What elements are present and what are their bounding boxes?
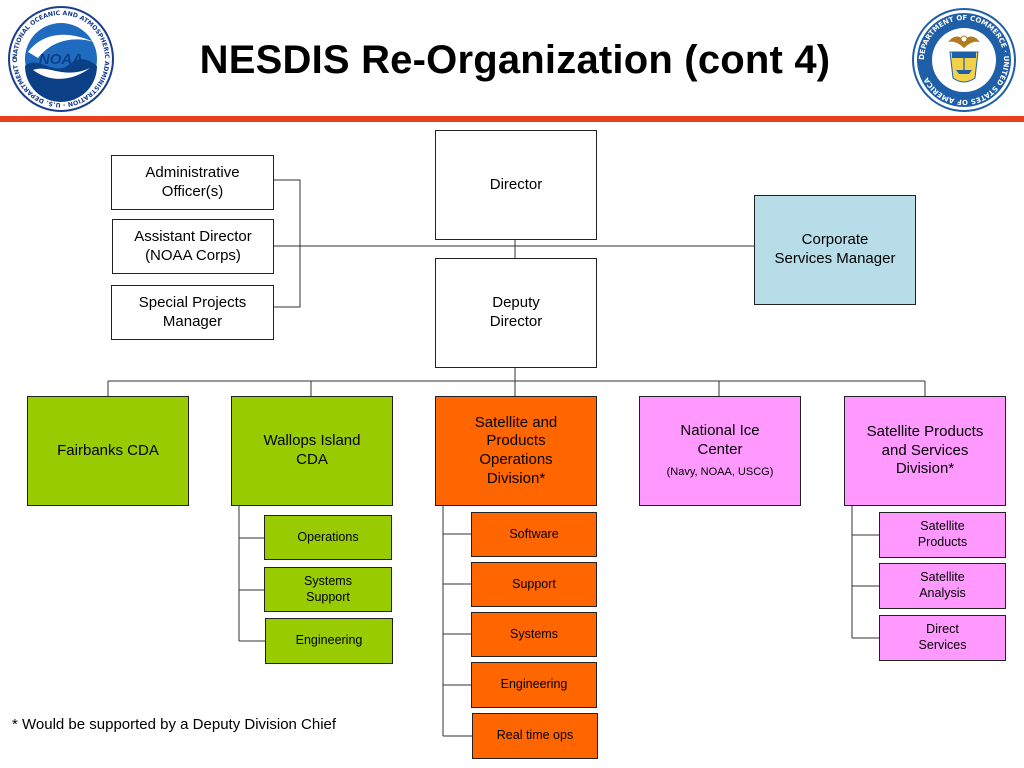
wallops-unit-box: Systems Support — [264, 567, 392, 612]
spod-unit-box: Systems — [471, 612, 597, 657]
administrative-officer-box: Administrative Officer(s) — [111, 155, 274, 210]
staff-label-line-1: Administrative — [145, 163, 240, 181]
wallops-unit-box: Engineering — [265, 618, 393, 664]
noaa-logo-text: NOAA — [39, 51, 83, 68]
staff-label-line-2: (NOAA Corps) — [145, 246, 241, 264]
staff-label-line-2: Officer(s) — [161, 182, 224, 200]
spod-unit-box: Support — [471, 562, 597, 607]
spod-unit-label: Real time ops — [496, 728, 574, 743]
ice-center-note: (Navy, NOAA, USCG) — [666, 465, 774, 478]
corporate-label-line-1: Corporate — [801, 231, 869, 249]
special-projects-manager-box: Special Projects Manager — [111, 285, 274, 340]
spod-unit-box: Software — [471, 512, 597, 557]
spod-unit-label: Systems — [510, 626, 558, 641]
spod-unit-label: Engineering — [500, 677, 568, 692]
ice-center-label-line-1: National Ice — [680, 422, 760, 440]
fairbanks-cda-box: Fairbanks CDA — [27, 396, 189, 506]
footnote: * Would be supported by a Deputy Divisio… — [12, 716, 337, 733]
staff-label-line-1: Special Projects — [138, 293, 247, 311]
fairbanks-label: Fairbanks CDA — [57, 441, 159, 459]
spod-label-line-4: Division* — [486, 469, 546, 487]
wallops-unit-label-line-1: Systems — [304, 573, 352, 588]
spsd-unit-label-line-1: Satellite — [920, 570, 965, 585]
wallops-label-line-2: CDA — [296, 451, 328, 468]
spsd-unit-label-line-2: Analysis — [919, 586, 966, 600]
wallops-unit-label: Operations — [297, 529, 359, 544]
spsd-label-line-3: Division* — [895, 460, 955, 478]
page-title: NESDIS Re-Organization (cont 4) — [199, 38, 831, 82]
wallops-unit-label-line-2: Support — [306, 589, 350, 604]
wallops-unit-box: Operations — [264, 515, 392, 560]
spsd-unit-label-line-1: Direct — [926, 622, 959, 637]
assistant-director-box: Assistant Director (NOAA Corps) — [112, 219, 274, 274]
satellite-products-services-division-box: Satellite Products and Services Division… — [844, 396, 1006, 506]
header-divider — [0, 116, 1024, 122]
spsd-unit-box: Satellite Analysis — [879, 563, 1006, 609]
spod-unit-label: Support — [512, 576, 556, 591]
spod-label-line-1: Satellite and — [474, 413, 558, 431]
staff-label-line-2: Manager — [162, 312, 223, 330]
spsd-unit-box: Direct Services — [879, 615, 1006, 661]
staff-label-line-1: Assistant Director — [134, 227, 252, 245]
satellite-products-operations-division-box: Satellite and Products Operations Divisi… — [435, 396, 597, 506]
corporate-services-manager-box: Corporate Services Manager — [754, 195, 916, 305]
wallops-unit-label: Engineering — [295, 633, 363, 648]
spod-label-line-2: Products — [486, 432, 546, 450]
deputy-director-label-line-2: Director — [489, 313, 543, 330]
national-ice-center-box: National Ice Center (Navy, NOAA, USCG) — [639, 396, 801, 506]
spod-unit-label: Software — [509, 526, 559, 541]
spod-label-line-3: Operations — [479, 451, 553, 468]
spsd-label-line-2: and Services — [881, 441, 969, 459]
spod-unit-box: Engineering — [471, 662, 597, 708]
director-label: Director — [489, 175, 543, 193]
deputy-director-box: Deputy Director — [435, 258, 597, 368]
spod-unit-box: Real time ops — [472, 713, 598, 759]
spsd-unit-label-line-2: Products — [917, 535, 968, 549]
spsd-unit-box: Satellite Products — [879, 512, 1006, 558]
ice-center-label-line-2: Center — [697, 441, 743, 459]
wallops-island-cda-box: Wallops Island CDA — [231, 396, 393, 506]
spsd-unit-label-line-2: Services — [918, 638, 967, 652]
noaa-logo-icon: NATIONAL OCEANIC AND ATMOSPHERIC ADMINIS… — [8, 6, 114, 112]
director-box: Director — [435, 130, 597, 240]
wallops-label-line-1: Wallops Island — [263, 432, 361, 450]
spsd-label-line-1: Satellite Products — [866, 422, 984, 440]
corporate-label-line-2: Services Manager — [774, 250, 896, 267]
spsd-unit-label-line-1: Satellite — [920, 519, 965, 534]
department-of-commerce-seal-icon: DEPARTMENT OF COMMERCE · UNITED STATES O… — [912, 8, 1016, 112]
deputy-director-label-line-1: Deputy — [492, 294, 540, 312]
